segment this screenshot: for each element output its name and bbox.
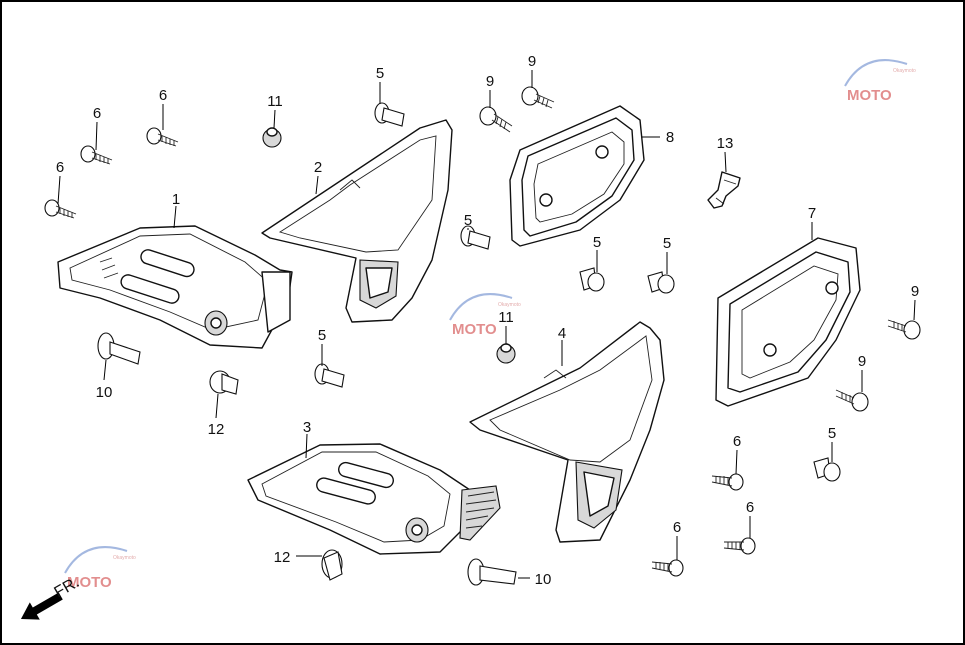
callout-9: 9	[528, 53, 536, 70]
watermark-brand: MOTO	[452, 321, 497, 338]
callout-7: 7	[808, 205, 816, 222]
callout-5: 5	[318, 327, 326, 344]
rivet-10b	[467, 558, 517, 586]
watermark-bottom-left: MOTO Okaymoto	[64, 546, 136, 591]
screw-6a	[44, 199, 77, 219]
bolt-9a	[479, 106, 513, 133]
callout-12: 12	[208, 421, 225, 438]
watermark-center: MOTO Okaymoto	[449, 293, 521, 338]
leader-lines	[57, 70, 916, 579]
callout-5: 5	[828, 425, 836, 442]
callout-1: 1	[172, 191, 180, 208]
callout-2: 2	[314, 159, 322, 176]
callout-6: 6	[733, 433, 741, 450]
callout-9: 9	[858, 353, 866, 370]
watermark-brand: MOTO	[847, 87, 892, 104]
callout-6: 6	[56, 159, 64, 176]
callout-5: 5	[464, 212, 472, 229]
front-direction-indicator: FR.	[20, 574, 82, 620]
callout-4: 4	[558, 325, 566, 342]
callout-labels: 1 2 3 4 5 5 5 5 5 5 6 6 6 6 6 6 7 8 9 9 …	[56, 53, 919, 588]
callout-6: 6	[746, 499, 754, 516]
callout-5: 5	[663, 235, 671, 252]
callout-11: 11	[267, 93, 283, 110]
callout-10: 10	[535, 571, 552, 588]
bolt-5e	[647, 271, 675, 294]
bolt-5d	[579, 267, 605, 292]
callout-6: 6	[159, 87, 167, 104]
callout-6: 6	[93, 105, 101, 122]
screw-6d	[711, 473, 744, 491]
callout-9: 9	[911, 283, 919, 300]
callout-3: 3	[303, 419, 311, 436]
callout-5: 5	[593, 234, 601, 251]
part-7-right-side-panel	[715, 237, 861, 407]
callout-10: 10	[96, 384, 113, 401]
screw-6b	[80, 145, 113, 165]
screw-6c	[146, 127, 179, 147]
part-3-right-lower-cover	[247, 443, 501, 555]
callout-8: 8	[666, 129, 674, 146]
watermark-brand: MOTO	[67, 574, 112, 591]
collar-12a	[209, 370, 239, 395]
callout-11: 11	[498, 309, 514, 326]
part-13-clip	[707, 171, 741, 209]
bolt-5a	[374, 102, 405, 127]
callout-5: 5	[376, 65, 384, 82]
watermark-top-right: MOTO Okaymoto	[844, 59, 916, 104]
bolt-5b	[460, 225, 491, 250]
watermark-tagline: Okaymoto	[893, 68, 916, 74]
grommet-11a	[262, 127, 282, 148]
grommet-11b	[496, 343, 516, 364]
front-arrow-icon	[20, 592, 63, 620]
callout-6: 6	[673, 519, 681, 536]
callout-12: 12	[274, 549, 291, 566]
part-8-left-side-panel	[509, 105, 645, 247]
bolt-9d	[835, 389, 869, 412]
collar-12b	[321, 549, 343, 581]
bolt-5f	[813, 457, 841, 482]
rivet-10a	[97, 332, 141, 365]
screw-6f	[651, 559, 684, 577]
screw-6e	[723, 537, 756, 555]
watermark-tagline: Okaymoto	[498, 302, 521, 308]
part-2-left-upper-cover	[261, 119, 453, 323]
callout-13: 13	[717, 135, 734, 152]
part-1-left-lower-cover	[57, 225, 293, 349]
watermark-tagline: Okaymoto	[113, 555, 136, 561]
bolt-5c	[314, 363, 345, 388]
part-4-right-upper-cover	[469, 321, 665, 543]
bolt-9b	[521, 86, 555, 109]
callout-9: 9	[486, 73, 494, 90]
bolt-9c	[887, 319, 921, 340]
